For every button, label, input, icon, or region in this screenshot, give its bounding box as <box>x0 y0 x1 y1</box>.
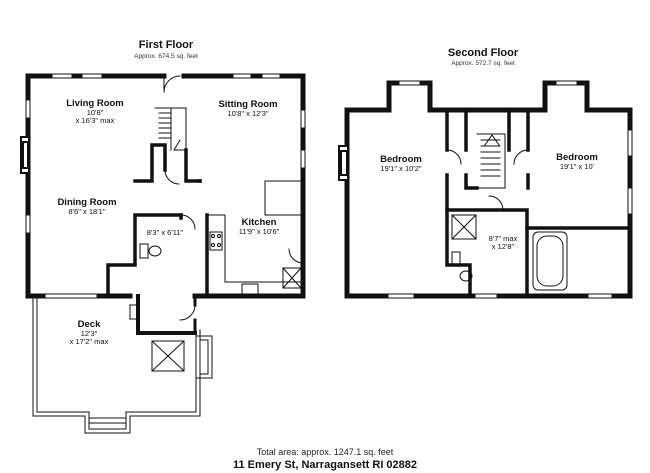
kitchen-dim: 11'9" x 10'6" <box>238 226 280 236</box>
first-floor-area: Approx. 674.5 sq. feet <box>134 53 198 60</box>
second-floor-stairs <box>476 133 506 189</box>
second-floor-windows <box>387 80 633 299</box>
sitting-room-dim: 10'8" x 12'3" <box>227 108 269 118</box>
living-room-name: Living Room <box>66 98 124 109</box>
first-floor-door-swings <box>164 169 304 264</box>
second-floor-interior-walls <box>445 108 632 298</box>
sitting-room-label: Sitting Room 10'8" x 12'3" <box>213 100 283 118</box>
sitting-room-name: Sitting Room <box>218 99 278 110</box>
deck-name: Deck <box>77 319 101 330</box>
second-floor-bath-fixtures <box>451 214 568 291</box>
first-floor-title: First Floor <box>138 39 194 51</box>
deck-outbuilding <box>129 294 197 372</box>
bedroom-right-label: Bedroom 19'1" x 10' <box>545 153 609 171</box>
first-floor-bath-label: 8'3" x 6'11" <box>134 229 196 237</box>
bedroom-right-name: Bedroom <box>556 152 598 163</box>
dining-room-label: Dining Room 8'6" x 18'1" <box>52 198 122 216</box>
total-area: Total area: approx. 1247.1 sq. feet <box>256 447 394 457</box>
second-floor-bath-dim-2: x 12'8" <box>491 241 515 251</box>
second-floor-bath-label: 8'7" max x 12'8" <box>478 235 528 251</box>
first-floor-entry-door <box>163 75 181 93</box>
first-floor-chimney <box>20 136 30 174</box>
first-floor-bath-fixtures <box>139 243 162 259</box>
deck-dim-2: x 17'2" max <box>69 336 109 346</box>
first-floor-interior-walls <box>106 143 209 298</box>
second-floor-door-swings <box>446 149 529 211</box>
dining-room-dim: 8'6" x 18'1" <box>68 206 106 216</box>
bedroom-left-name: Bedroom <box>380 154 422 165</box>
second-floor-bath-dim-1: 8'7" max <box>488 234 518 243</box>
living-room-dim-1: 10'8" <box>86 107 104 117</box>
first-floor-bath-dim: 8'3" x 6'11" <box>146 228 184 237</box>
second-floor-outline <box>344 80 633 299</box>
second-floor-title: Second Floor <box>447 47 519 59</box>
bedroom-right-dim: 19'1" x 10' <box>559 161 595 171</box>
kitchen-name: Kitchen <box>241 217 277 228</box>
second-floor-chimney <box>338 145 349 181</box>
property-address: 11 Emery St, Narragansett RI 02882 <box>232 459 418 471</box>
deck-label: Deck 12'3" x 17'2" max <box>59 320 119 346</box>
kitchen-label: Kitchen 11'9" x 10'6" <box>224 218 294 236</box>
second-floor-area: Approx. 572.7 sq. feet <box>451 60 515 67</box>
bedroom-left-dim: 19'1" x 10'2" <box>380 163 422 173</box>
kitchen-counters <box>206 180 304 295</box>
living-room-dim-2: x 16'3" max <box>75 115 115 125</box>
deck-outline <box>32 295 213 434</box>
first-floor-windows <box>25 73 306 299</box>
dining-room-name: Dining Room <box>57 197 117 208</box>
living-room-label: Living Room 10'8" x 16'3" max <box>60 99 130 125</box>
first-floor-stairs <box>154 107 187 151</box>
bedroom-left-label: Bedroom 19'1" x 10'2" <box>369 155 433 173</box>
deck-dim-1: 12'3" <box>80 328 98 338</box>
